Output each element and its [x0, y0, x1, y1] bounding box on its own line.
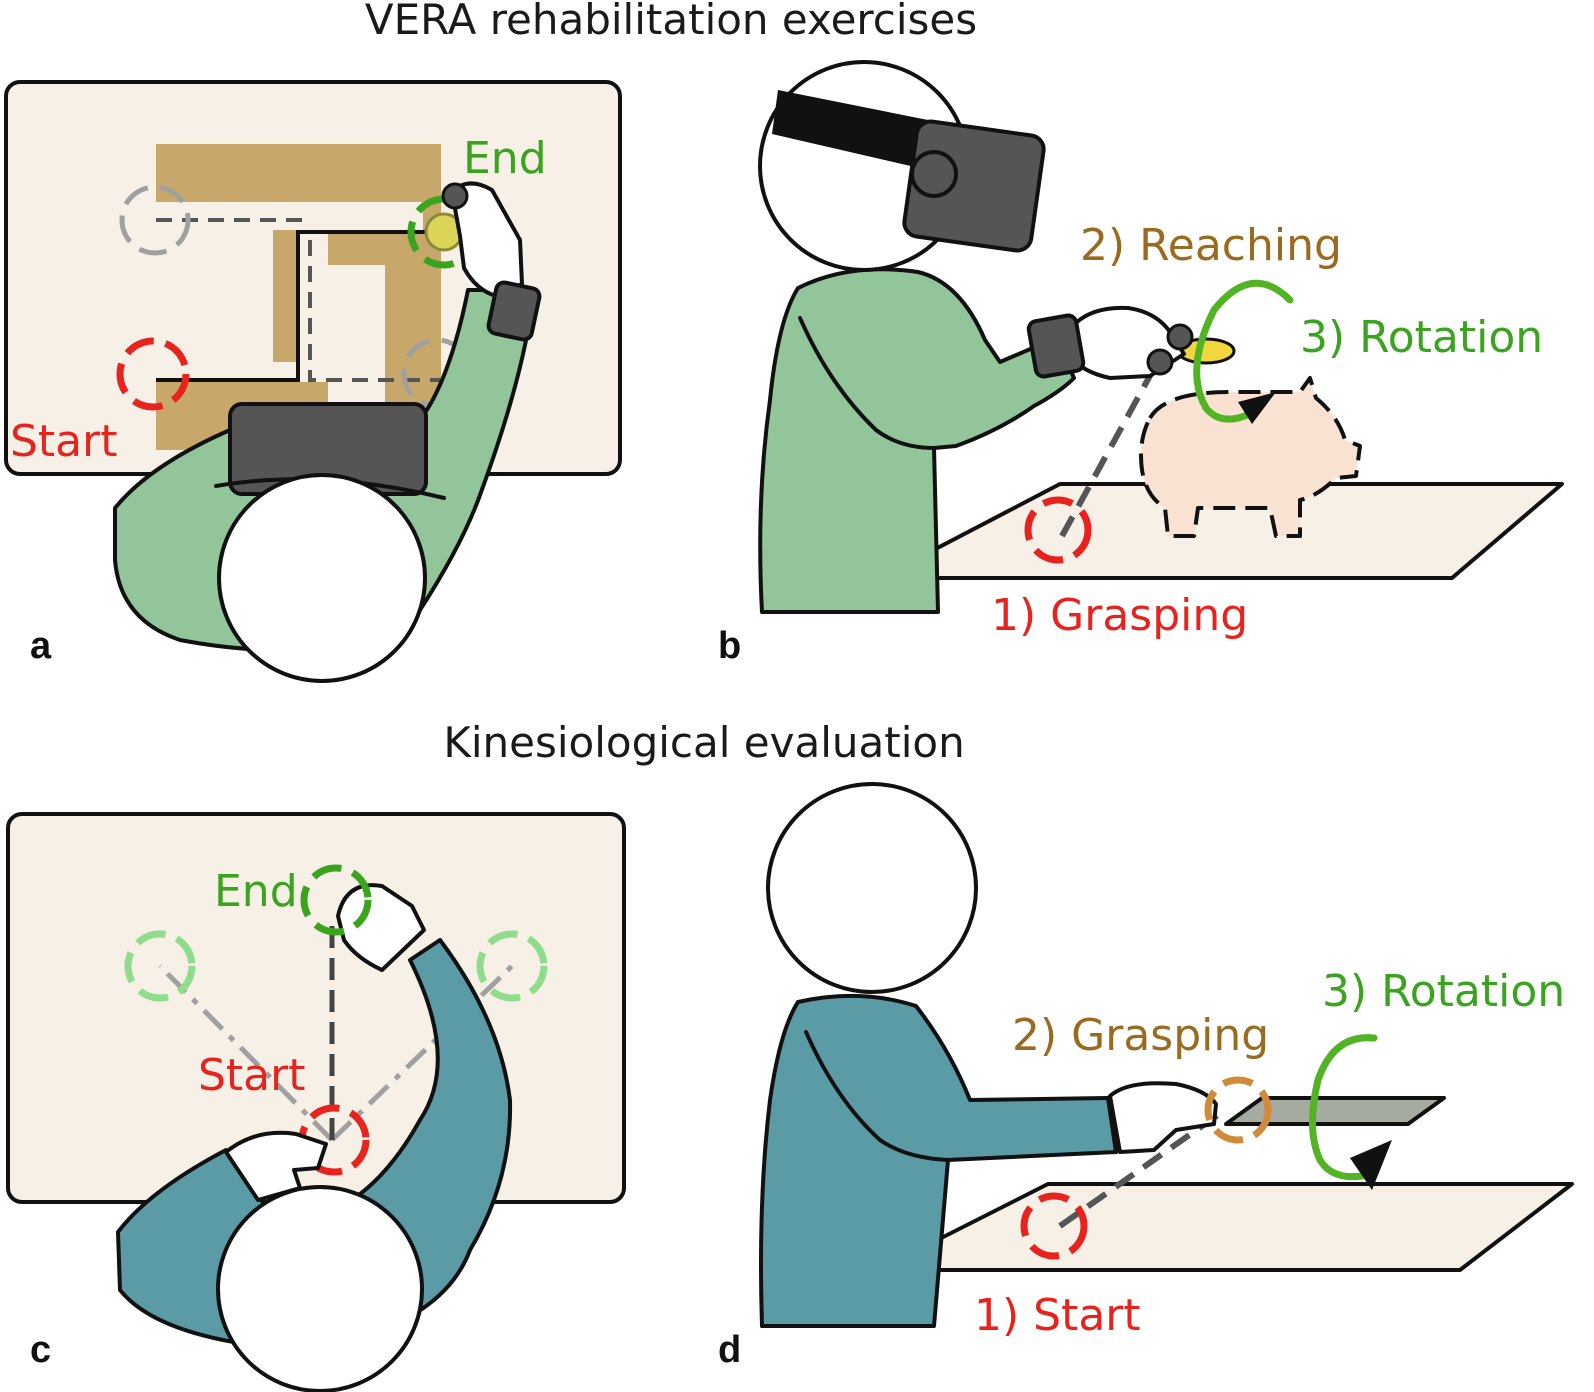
panel-a: End Start a — [4, 80, 622, 683]
panel-d-step3-label: 3) Rotation — [1322, 966, 1565, 1017]
panel-a-head — [217, 473, 427, 683]
panel-c-start-label: Start — [198, 1050, 306, 1101]
panel-c-end-label: End — [214, 866, 298, 917]
top-title: VERA rehabilitation exercises — [365, 0, 977, 44]
panel-d-start-target-icon — [1020, 1192, 1088, 1260]
panel-b-table — [878, 482, 1564, 580]
panel-c-hand-right — [336, 883, 426, 972]
panel-b-piggy-bank-icon — [1139, 376, 1362, 538]
panel-d-head — [766, 782, 978, 994]
panel-d-hand — [1108, 1081, 1218, 1154]
panel-d: 3) Rotation 2) Grasping 1) Start d — [718, 782, 1574, 1371]
panel-a-end-label: End — [463, 133, 547, 184]
panel-b-rotation-arrow-icon — [1193, 279, 1294, 423]
panel-b-controller-icon-2 — [1146, 348, 1174, 376]
panel-d-table — [876, 1182, 1574, 1272]
panel-d-letter: d — [718, 1329, 741, 1371]
panel-d-step2-label: 2) Grasping — [1012, 1010, 1269, 1061]
panel-d-step1-label: 1) Start — [974, 1290, 1141, 1341]
panel-d-upper-arm — [804, 1030, 950, 1162]
panel-c-ghost-target-right-icon — [476, 930, 548, 1002]
panel-c-hand-left — [224, 1130, 328, 1202]
panel-b-headset-strap — [772, 90, 928, 170]
panel-d-rotation-arrow-icon — [1309, 1034, 1378, 1181]
panel-c-person — [116, 883, 513, 1392]
panel-b-reach-path — [1059, 370, 1155, 538]
panel-b-wrist-tracker-icon — [1026, 313, 1086, 379]
panel-b-step1-label: 1) Grasping — [991, 590, 1248, 641]
panel-c-letter: c — [30, 1329, 51, 1371]
panel-b-shirt — [758, 267, 1076, 614]
panel-b-upper-arm — [798, 316, 936, 450]
panel-b-rotation-arrowhead — [1238, 392, 1276, 424]
panel-a-person — [113, 181, 542, 683]
panel-d-rotation-arrowhead — [1350, 1140, 1392, 1190]
panel-d-person — [759, 782, 1218, 1328]
panel-d-grasp-target-icon — [1204, 1076, 1272, 1144]
panel-c-end-target-icon — [300, 864, 372, 936]
panel-a-ghost-target-left-icon — [119, 184, 191, 256]
panel-a-wrist-tracker-icon — [486, 280, 542, 342]
panel-c-path-right — [330, 964, 514, 1142]
bottom-title: Kinesiological evaluation — [443, 718, 964, 767]
panel-b-step3-label: 3) Rotation — [1300, 312, 1543, 363]
panel-a-start-target-icon — [116, 337, 190, 411]
panel-b-letter: b — [718, 625, 741, 667]
panel-d-tray-icon — [1224, 1096, 1446, 1126]
panel-b: 2) Reaching 3) Rotation 1) Grasping b — [718, 60, 1564, 667]
panel-c-head — [216, 1185, 424, 1392]
panel-a-letter: a — [30, 625, 52, 667]
panel-a-path — [156, 230, 444, 382]
panel-b-controller-icon — [1166, 323, 1194, 351]
panel-c-path-left — [158, 964, 334, 1142]
panel-a-start-label: Start — [10, 416, 118, 467]
panel-c: End Start c — [6, 812, 626, 1392]
panel-c-ghost-target-left-icon — [124, 930, 196, 1002]
panel-b-headset-knob — [910, 150, 958, 198]
panel-a-alt-path-bottom — [308, 240, 440, 382]
panel-a-controller-icon — [441, 182, 469, 210]
panel-b-grasp-target-icon — [1024, 496, 1092, 564]
panel-b-person — [758, 60, 1194, 614]
panel-b-step2-label: 2) Reaching — [1080, 220, 1342, 271]
